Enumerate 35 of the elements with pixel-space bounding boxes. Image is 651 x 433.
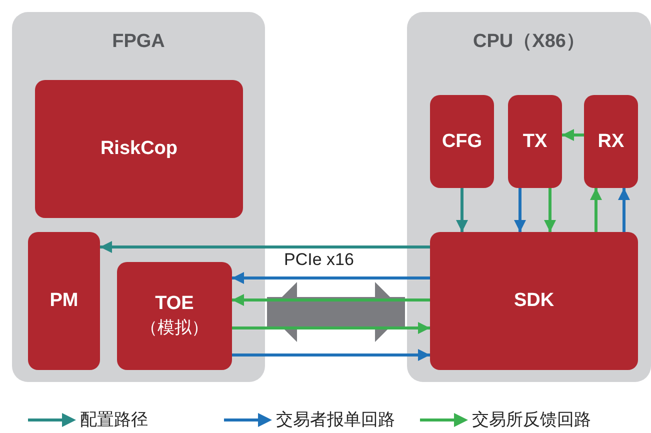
link-double-arrow: [267, 282, 405, 342]
module-label: CFG: [442, 130, 482, 154]
arrow: [456, 188, 468, 232]
module-box: [584, 95, 638, 188]
module-label: RiskCop: [100, 137, 178, 161]
arrow: [618, 188, 630, 232]
module-label: SDK: [514, 289, 554, 313]
arrow: [590, 188, 602, 232]
arrow: [232, 349, 430, 361]
group-title: CPU（X86）: [473, 30, 585, 54]
module-box: [430, 232, 638, 370]
module-label: RX: [598, 130, 624, 154]
module-box: [117, 262, 232, 370]
arrow: [232, 322, 430, 334]
module-box: [28, 232, 100, 370]
module-label: TOE: [155, 292, 194, 316]
arrow: [562, 129, 584, 141]
module-box: [35, 80, 243, 218]
arrow: [544, 188, 556, 232]
legend-label: 交易者报单回路: [276, 409, 395, 431]
legend-label: 交易所反馈回路: [472, 409, 591, 431]
group-title: FPGA: [112, 30, 165, 54]
module-label: TX: [522, 130, 548, 154]
module-box: [508, 95, 562, 188]
arrow: [232, 272, 430, 284]
legend-label: 配置路径: [80, 409, 148, 431]
group-panel: [407, 12, 651, 382]
arrow: [514, 188, 526, 232]
group-panel: [12, 12, 265, 382]
module-box: [430, 95, 494, 188]
arrow: [100, 241, 430, 253]
module-label: PM: [50, 289, 78, 313]
module-label: （模拟）: [140, 317, 208, 339]
arrow: [232, 294, 430, 306]
link-label: PCIe x16: [284, 250, 354, 270]
